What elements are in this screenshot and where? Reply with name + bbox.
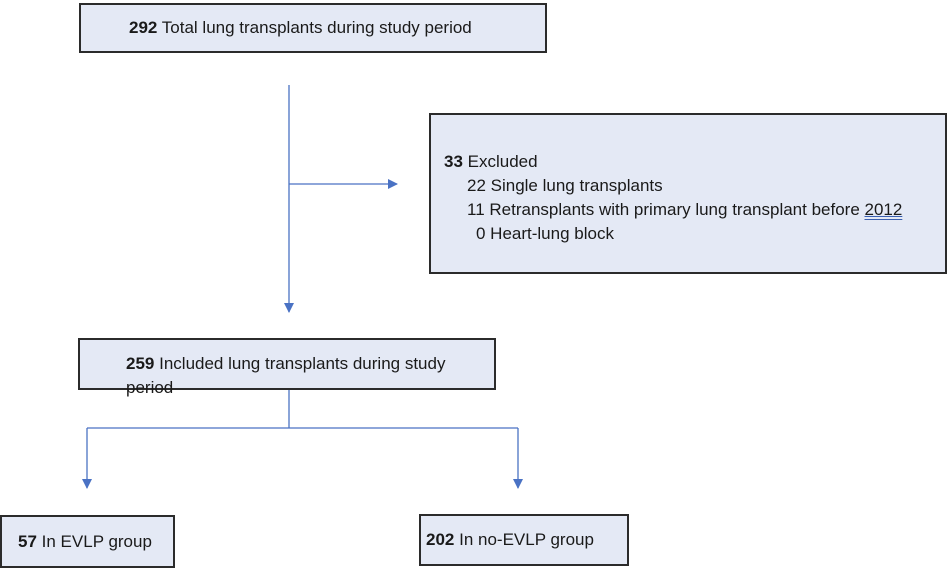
excluded-label: Excluded [467,152,538,171]
evlp-group-box: 57 In EVLP group [0,515,175,568]
excluded-reason-heart-lung: 0 Heart-lung block [476,224,614,243]
excluded-reason-single: 22 Single lung transplants [467,176,663,195]
excluded-count: 33 [444,152,463,171]
excluded-box: 33 Excluded 22 Single lung transplants 1… [429,113,947,274]
evlp-label: In EVLP group [41,532,152,551]
included-count: 259 [126,354,155,373]
no-evlp-group-box: 202 In no-EVLP group [419,514,629,566]
evlp-count: 57 [18,532,37,551]
excluded-reason-retransplant-text: 11 Retransplants with primary lung trans… [467,200,865,219]
total-count: 292 [129,18,158,37]
total-label: Total lung transplants during study peri… [161,18,472,37]
no-evlp-count: 202 [426,530,455,549]
included-transplants-box: 259 Included lung transplants during stu… [78,338,496,397]
excluded-reason-retransplant: 11 Retransplants with primary lung trans… [444,198,945,222]
no-evlp-label: In no-EVLP group [459,530,594,549]
excluded-reason-year: 2012 [864,200,903,219]
included-label: Included lung transplants during study p… [126,354,446,397]
total-transplants-box: 292 Total lung transplants during study … [79,3,547,53]
